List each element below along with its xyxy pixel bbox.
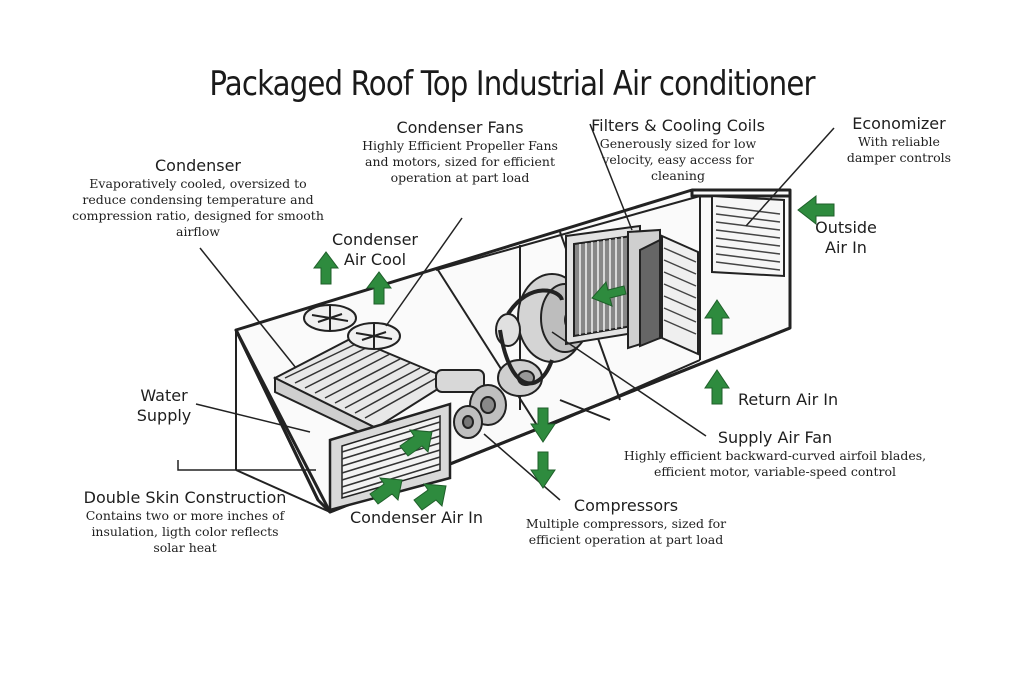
arrow-up-right-icon (369, 477, 403, 505)
airflow-arrows (313, 194, 835, 511)
arrow-up-right-icon (399, 429, 433, 457)
double-skin-heading: Double Skin Construction (83, 488, 287, 507)
filters-cooling-coils (565, 224, 699, 356)
arrow-down-icon (530, 451, 556, 489)
label-condenser-fans: Condenser Fans Highly Efficient Propelle… (362, 118, 558, 186)
condenser-heading: Condenser (155, 156, 241, 175)
label-double-skin-construction: Double Skin Construction Contains two or… (74, 488, 296, 556)
label-condenser: Condenser Evaporatively cooled, oversize… (70, 156, 326, 240)
arrow-up-icon (313, 251, 339, 285)
filters-heading: Filters & Cooling Coils (591, 116, 765, 135)
economizer-heading: Economizer (852, 114, 946, 133)
filters-desc: Generously sized for low velocity, easy … (599, 136, 757, 183)
condenser-fan-1 (303, 304, 357, 332)
label-outside-air-in: Outside Air In (815, 218, 877, 257)
condenser-fans-heading: Condenser Fans (396, 118, 524, 137)
economizer-desc: With reliable damper controls (846, 134, 952, 165)
label-return-air-in: Return Air In (738, 390, 839, 409)
label-water-supply: Water Supply (136, 386, 192, 425)
supply-air-fan-heading: Supply Air Fan (717, 428, 833, 447)
compressors-heading: Compressors (573, 496, 679, 515)
condenser-fan-2 (347, 322, 401, 350)
economizer-louvres (711, 194, 785, 278)
supply-air-fan-desc: Highly efficient backward-curved airfoil… (623, 448, 927, 479)
label-condenser-air-cool: Condenser Air Cool (332, 230, 418, 269)
double-skin-desc: Contains two or more inches of insulatio… (85, 508, 285, 555)
leader-lines (177, 123, 835, 501)
arrow-up-icon (704, 369, 730, 405)
compressors-desc: Multiple compressors, sized for efficien… (525, 516, 727, 547)
arrow-down-icon (530, 407, 556, 443)
label-supply-air-fan: Supply Air Fan Highly efficient backward… (610, 428, 940, 480)
label-economizer: Economizer With reliable damper controls (836, 114, 962, 166)
arrow-up-icon (366, 271, 392, 305)
label-filters-cooling-coils: Filters & Cooling Coils Generously sized… (576, 116, 780, 184)
condenser-fans-desc: Highly Efficient Propeller Fans and moto… (362, 138, 558, 185)
partition-walls (235, 195, 701, 513)
page-title: Packaged Roof Top Industrial Air conditi… (209, 64, 815, 104)
label-condenser-air-in: Condenser Air In (350, 508, 483, 527)
arrow-left-icon (797, 194, 835, 226)
label-compressors: Compressors Multiple compressors, sized … (508, 496, 744, 548)
arrow-up-right-icon (413, 483, 447, 511)
arrow-up-icon (704, 299, 730, 335)
arrow-left-icon (591, 280, 627, 307)
condenser-desc: Evaporatively cooled, oversized to reduc… (72, 176, 324, 239)
